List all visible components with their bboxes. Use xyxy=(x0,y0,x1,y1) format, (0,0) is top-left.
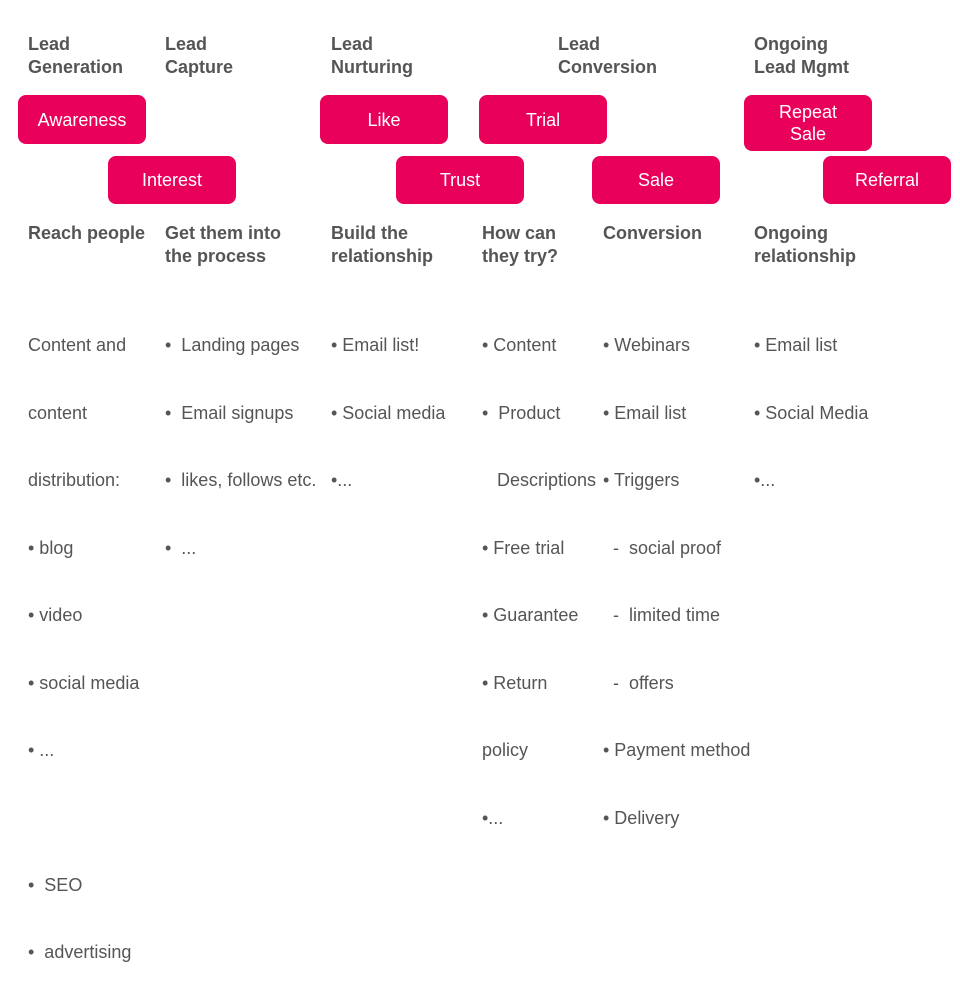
column-list-ongoing-relationship: • Email list • Social Media •... xyxy=(754,289,868,514)
step-label: Trust xyxy=(439,170,481,190)
stage-title-line: Lead xyxy=(558,34,601,54)
stage-title-line: Generation xyxy=(28,57,124,77)
column-list-how-can-they-try: • Content • Product Descriptions • Free … xyxy=(482,289,596,852)
step-label: Referral xyxy=(854,170,920,190)
list-item: content xyxy=(28,402,88,423)
step-trust: Trust xyxy=(396,156,524,204)
list-item: • Landing pages xyxy=(165,335,300,355)
step-repeat-sale: Repeat Sale xyxy=(744,95,872,151)
list-item: distribution: xyxy=(28,470,121,490)
list-item: • Return xyxy=(482,672,548,693)
column-heading-conversion: Conversion xyxy=(603,222,702,245)
heading-line: they try? xyxy=(482,246,559,266)
list-item: • ... xyxy=(28,740,55,760)
stage-title-lead-generation: Lead Generation xyxy=(28,33,123,79)
list-item: - limited time xyxy=(603,605,721,625)
list-item: • SEO xyxy=(28,874,83,895)
list-item: policy xyxy=(482,740,529,760)
stage-title-line: Conversion xyxy=(558,57,658,77)
list-item: • advertising xyxy=(28,942,132,962)
stage-title-line: Lead xyxy=(165,34,208,54)
step-interest: Interest xyxy=(108,156,236,204)
column-list-reach-people: Content and content distribution: • blog… xyxy=(28,289,139,986)
list-item: • Guarantee xyxy=(482,605,579,625)
stage-title-lead-nurturing: Lead Nurturing xyxy=(331,33,413,79)
stage-title-lead-capture: Lead Capture xyxy=(165,33,233,79)
stage-title-line: Nurturing xyxy=(331,57,413,77)
list-item: • Email list! xyxy=(331,335,420,355)
heading-line: How can xyxy=(482,223,557,243)
column-heading-reach-people: Reach people xyxy=(28,222,145,245)
column-heading-ongoing-relationship: Ongoing relationship xyxy=(754,222,856,268)
step-label: Sale xyxy=(789,124,827,144)
list-item: • likes, follows etc. xyxy=(165,470,317,490)
stage-title-line: Capture xyxy=(165,57,234,77)
stage-title-line: Lead Mgmt xyxy=(754,57,850,77)
stage-title-lead-conversion: Lead Conversion xyxy=(558,33,657,79)
step-label: Like xyxy=(367,109,401,130)
list-item: Descriptions xyxy=(482,470,597,490)
list-item: - offers xyxy=(603,672,674,693)
list-item: • Content xyxy=(482,335,557,355)
list-item: •... xyxy=(754,470,776,490)
list-item: • Payment method xyxy=(603,740,751,760)
heading-line: Conversion xyxy=(603,223,703,243)
heading-line: the process xyxy=(165,246,267,266)
list-item: •... xyxy=(482,807,504,828)
column-list-conversion: • Webinars • Email list • Triggers - soc… xyxy=(603,289,750,852)
heading-line: relationship xyxy=(754,246,857,266)
column-heading-how-can-they-try: How can they try? xyxy=(482,222,558,268)
list-item: • Email list xyxy=(603,402,687,423)
list-item: • Delivery xyxy=(603,807,680,828)
step-label: Trial xyxy=(525,109,561,130)
column-list-get-them-into-process: • Landing pages • Email signups • likes,… xyxy=(165,289,316,582)
heading-line: relationship xyxy=(331,246,434,266)
column-list-build-relationship: • Email list! • Social media •... xyxy=(331,289,445,514)
list-item: • Social Media xyxy=(754,402,869,423)
column-heading-get-them-into-process: Get them into the process xyxy=(165,222,281,268)
heading-line: Reach people xyxy=(28,223,146,243)
stage-title-line: Lead xyxy=(331,34,374,54)
stage-title-line: Lead xyxy=(28,34,71,54)
step-trial: Trial xyxy=(479,95,607,144)
column-heading-build-relationship: Build the relationship xyxy=(331,222,433,268)
list-item: • Triggers xyxy=(603,470,680,490)
step-sale: Sale xyxy=(592,156,720,204)
step-like: Like xyxy=(320,95,448,144)
step-label: Awareness xyxy=(37,109,127,130)
list-item: • social media xyxy=(28,672,140,693)
heading-line: Ongoing xyxy=(754,223,828,243)
step-awareness: Awareness xyxy=(18,95,146,144)
stage-title-line: Ongoing xyxy=(754,34,828,54)
list-item: • Email list xyxy=(754,335,838,355)
list-item: •... xyxy=(331,470,353,490)
heading-line: Get them into xyxy=(165,223,281,243)
step-label: Sale xyxy=(637,170,675,190)
list-item: • Product xyxy=(482,402,561,423)
list-item: • Webinars xyxy=(603,335,691,355)
list-item: • Social media xyxy=(331,402,446,423)
heading-line: Build the xyxy=(331,223,408,243)
list-item: Content and xyxy=(28,335,127,355)
step-label: Interest xyxy=(141,170,203,190)
list-spacer xyxy=(28,807,139,829)
step-label: Repeat xyxy=(778,102,838,122)
list-item: • video xyxy=(28,605,83,625)
step-referral: Referral xyxy=(823,156,951,204)
list-item: • Email signups xyxy=(165,402,294,423)
stage-title-ongoing-lead-mgmt: Ongoing Lead Mgmt xyxy=(754,33,849,79)
